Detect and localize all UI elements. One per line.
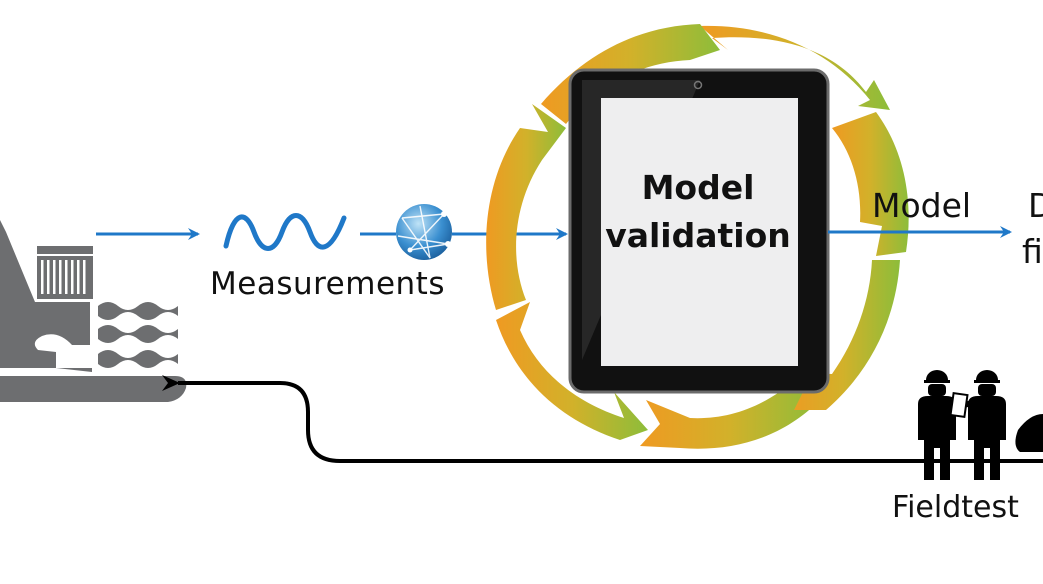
model-output-label: Model (872, 186, 972, 225)
tablet-device (568, 68, 830, 394)
hydropower-plant-icon (0, 220, 187, 402)
screen-text-line1: Model (641, 168, 755, 207)
vehicle-icon (1015, 414, 1043, 452)
tablet-screen (601, 98, 798, 366)
network-globe-icon (396, 204, 452, 260)
field-workers-icon (918, 370, 1006, 480)
fieldtest-label: Fieldtest (892, 490, 1019, 525)
screen-text-line2: validation (605, 216, 791, 255)
measurements-label: Measurements (210, 266, 445, 302)
model-validation-title: Model validation (598, 164, 798, 260)
return-arrow-fieldtest-to-plant (162, 375, 1043, 463)
tablet-camera-icon (693, 80, 703, 90)
sine-wave-icon (223, 213, 347, 251)
cut-off-label-line1: D (1028, 186, 1043, 225)
cut-off-label-line2: fi (1022, 232, 1043, 271)
